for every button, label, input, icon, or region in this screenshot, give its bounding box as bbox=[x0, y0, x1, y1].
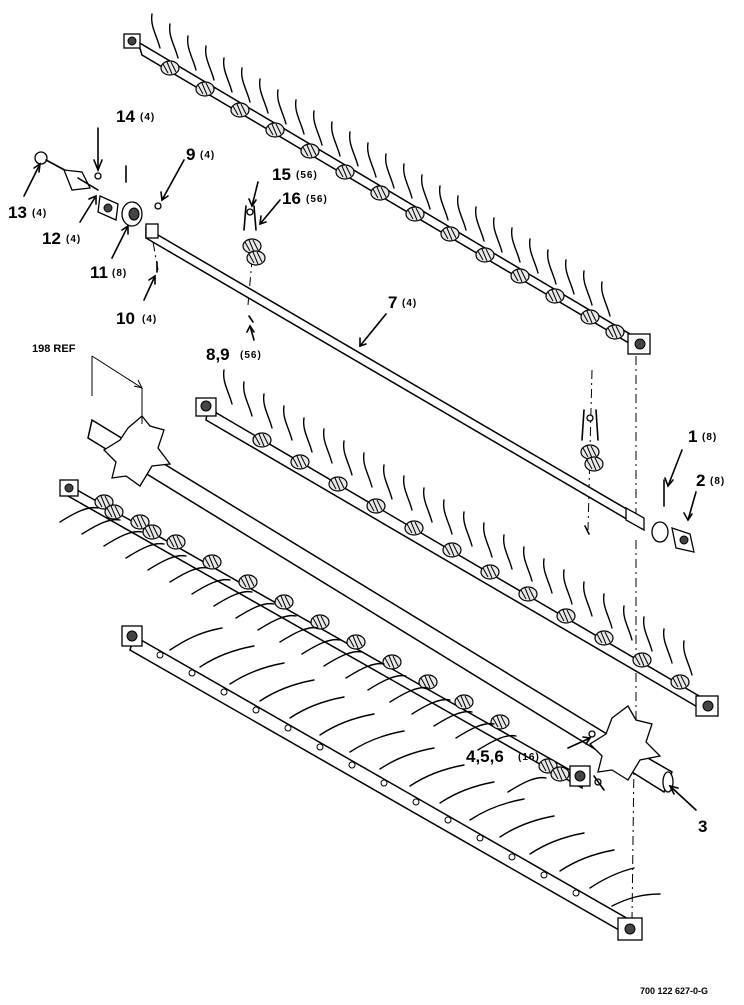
lower-coil-bar bbox=[59, 479, 591, 793]
callout-11-qty: (8) bbox=[112, 268, 127, 279]
top-tine-bar bbox=[123, 13, 651, 355]
callout-9-qty: (4) bbox=[200, 150, 215, 161]
callout-7-number: 7 bbox=[388, 293, 397, 312]
callout-4-5-6-qty: (16) bbox=[518, 752, 540, 763]
callout-14-qty: (4) bbox=[140, 112, 155, 123]
callout-11: 11 (8) bbox=[90, 263, 127, 282]
bolt-8 bbox=[248, 315, 254, 323]
square-connector-bar bbox=[145, 223, 645, 532]
bolt-head-13 bbox=[34, 151, 48, 165]
callout-2-number: 2 bbox=[696, 471, 705, 490]
callout-15: 15 (56) bbox=[272, 165, 318, 184]
spider-plate-left bbox=[102, 415, 172, 487]
callout-13-number: 13 bbox=[8, 203, 27, 222]
callout-1-number: 1 bbox=[688, 427, 697, 446]
callout-14-number: 14 bbox=[116, 107, 135, 126]
callout-7-qty: (4) bbox=[402, 298, 417, 309]
callout-1: 1 (8) bbox=[688, 427, 717, 446]
callout-10-qty: (4) bbox=[142, 314, 157, 325]
callout-8-9: 8,9 (56) bbox=[206, 345, 262, 364]
callout-10: 10 (4) bbox=[116, 309, 157, 328]
callout-10-number: 10 bbox=[116, 309, 135, 328]
callout-9-number: 9 bbox=[186, 145, 195, 164]
callout-3: 3 bbox=[698, 817, 707, 836]
callout-2: 2 (8) bbox=[696, 471, 725, 490]
callout-13: 13 (4) bbox=[8, 203, 47, 222]
callout-16-number: 16 bbox=[282, 189, 301, 208]
hardware-4-5-6 bbox=[588, 730, 605, 791]
callout-15-number: 15 bbox=[272, 165, 291, 184]
arm-12 bbox=[62, 169, 91, 191]
callout-7: 7 (4) bbox=[388, 293, 417, 312]
callout-1-qty: (8) bbox=[702, 432, 717, 443]
callout-16-qty: (56) bbox=[306, 194, 328, 205]
spider-plate-right bbox=[588, 705, 662, 781]
reference-label: 198 REF bbox=[32, 343, 76, 355]
callout-2-qty: (8) bbox=[710, 476, 725, 487]
torsion-spring-right bbox=[580, 409, 604, 535]
callout-15-qty: (56) bbox=[296, 170, 318, 181]
leader-lines bbox=[23, 127, 697, 811]
nut-14 bbox=[94, 172, 102, 180]
callout-12-qty: (4) bbox=[66, 234, 81, 245]
callout-9: 9 (4) bbox=[186, 145, 215, 164]
callout-14: 14 (4) bbox=[116, 107, 155, 126]
callout-8-9-qty: (56) bbox=[240, 350, 262, 361]
callout-16: 16 (56) bbox=[282, 189, 328, 208]
bearing-1 bbox=[651, 521, 669, 543]
callout-12-number: 12 bbox=[42, 229, 61, 248]
nut-9 bbox=[154, 202, 162, 210]
bottom-bar-tines bbox=[169, 627, 661, 907]
drawing-code: 700 122 627-0-G bbox=[640, 986, 708, 996]
bottom-bar-holes bbox=[156, 651, 580, 897]
callout-8-9-number: 8,9 bbox=[206, 345, 230, 364]
callout-13-qty: (4) bbox=[32, 208, 47, 219]
callout-12: 12 (4) bbox=[42, 229, 81, 248]
callout-11-number: 11 bbox=[90, 263, 108, 282]
middle-tine-bar bbox=[195, 369, 719, 717]
bottom-perforated-bar bbox=[121, 625, 661, 941]
left-hardware-cluster bbox=[34, 151, 162, 273]
torsion-spring-top bbox=[242, 205, 266, 266]
callout-4-5-6: 4,5,6 (16) bbox=[466, 747, 540, 766]
callout-3-number: 3 bbox=[698, 817, 707, 836]
main-shaft bbox=[87, 415, 674, 794]
callout-4-5-6-number: 4,5,6 bbox=[466, 747, 504, 766]
